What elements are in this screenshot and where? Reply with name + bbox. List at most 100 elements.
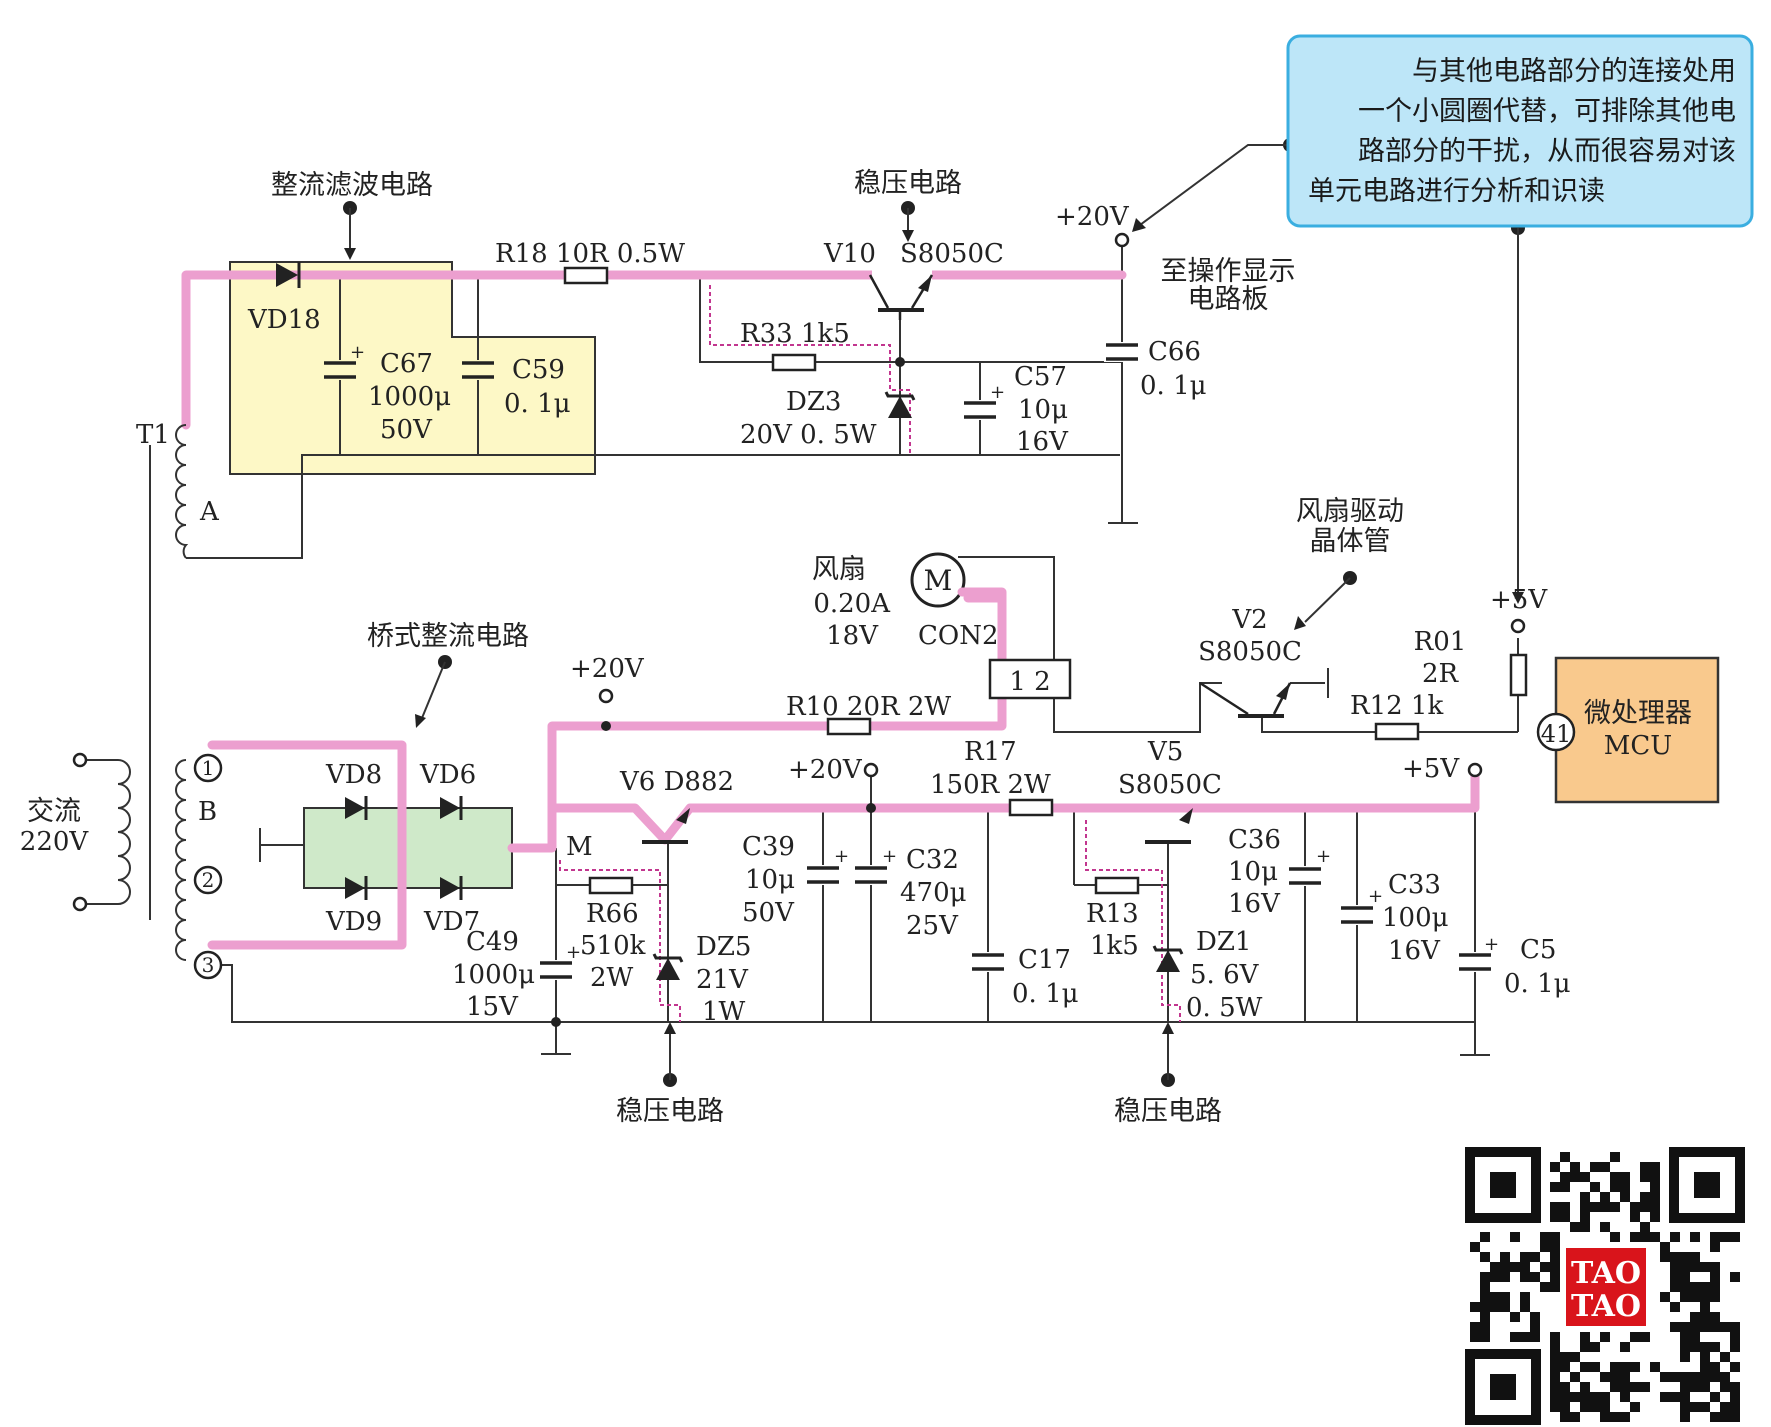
label-c33-1: C33: [1388, 870, 1441, 900]
label-vd7: VD7: [423, 907, 480, 937]
note-line-1: 与其他电路部分的连接处用: [1412, 56, 1736, 87]
label-dz5-1: DZ5: [696, 932, 751, 962]
junction-dots: [551, 721, 876, 1027]
label-r10: R10 20R 2W: [786, 692, 951, 722]
dz3-zener: [884, 391, 916, 418]
dz1-zener: [1152, 945, 1184, 972]
qr-module: [1630, 1332, 1640, 1342]
qr-module: [1550, 1252, 1560, 1262]
qr-module: [1700, 1382, 1710, 1392]
c57-capacitor: +: [962, 382, 1005, 420]
label-rail-20v-top: +20V: [1055, 202, 1130, 232]
qr-module: [1730, 1332, 1740, 1342]
qr-module: [1640, 1332, 1650, 1342]
qr-module: [1730, 1272, 1740, 1282]
qr-module: [1630, 1232, 1640, 1242]
qr-module: [1670, 1392, 1680, 1402]
label-fan-driver-2: 晶体管: [1310, 526, 1391, 557]
qr-module: [1710, 1342, 1720, 1352]
qr-module: [1560, 1172, 1570, 1182]
label-r66-3: 2W: [590, 963, 634, 993]
pin-1: 1: [202, 756, 215, 780]
pointer-arrows: [343, 138, 1525, 1087]
label-v10-type: S8050C: [900, 239, 1004, 269]
qr-module: [1590, 1392, 1600, 1402]
qr-module: [1690, 1342, 1700, 1352]
qr-module: [1630, 1212, 1640, 1222]
qr-module: [1620, 1392, 1630, 1402]
qr-module: [1550, 1392, 1560, 1402]
qr-module: [1590, 1162, 1600, 1172]
qr-module: [1600, 1392, 1610, 1402]
label-mcu-1: 微处理器: [1584, 698, 1692, 729]
qr-module: [1680, 1272, 1690, 1282]
rectifier-filter-box: [229, 261, 596, 475]
qr-module: [1600, 1162, 1610, 1172]
label-c32-3: 25V: [906, 911, 959, 941]
qr-module: [1690, 1232, 1700, 1242]
qr-module: [1710, 1272, 1720, 1282]
qr-module: [1590, 1362, 1600, 1372]
qr-module: [1580, 1402, 1590, 1412]
svg-text:+: +: [1368, 886, 1383, 907]
label-r33: R33 1k5: [740, 319, 850, 349]
label-winding-a: A: [199, 497, 220, 527]
qr-module: [1490, 1262, 1500, 1272]
top-circuit-wires: [186, 240, 1138, 559]
qr-module: [1550, 1212, 1560, 1222]
label-c57-2: 10μ: [1018, 395, 1068, 425]
label-c49-1: C49: [466, 927, 519, 957]
qr-module: [1640, 1162, 1650, 1172]
qr-module: [1520, 1272, 1530, 1282]
qr-module: [1550, 1242, 1560, 1252]
qr-module: [1480, 1322, 1490, 1332]
label-mcu-2: MCU: [1604, 731, 1672, 761]
qr-module: [1550, 1262, 1560, 1272]
qr-module: [1660, 1372, 1670, 1382]
label-r01-2: 2R: [1422, 659, 1460, 689]
qr-module: [1610, 1362, 1620, 1372]
qr-module: [1520, 1332, 1530, 1342]
r10-resistor: [826, 717, 872, 736]
transformer-t1: [72, 424, 223, 980]
qr-module: [1610, 1372, 1620, 1382]
qr-module: [1730, 1412, 1740, 1422]
qr-module: [1560, 1152, 1570, 1162]
qr-module: [1640, 1192, 1650, 1202]
label-v5-1: V5: [1147, 737, 1183, 767]
fan-motor: M: [910, 552, 1054, 631]
label-bridge-rectifier: 桥式整流电路: [367, 621, 529, 652]
qr-module: [1500, 1252, 1510, 1262]
qr-module: [1620, 1372, 1630, 1382]
qr-module: [1700, 1292, 1710, 1302]
qr-module: [1570, 1222, 1580, 1232]
note-line-3: 路部分的干扰，从而很容易对该: [1358, 136, 1736, 167]
qr-module: [1710, 1372, 1720, 1382]
dz5-zener: [652, 953, 684, 980]
label-c17-1: C17: [1018, 945, 1071, 975]
c59-capacitor: [460, 360, 496, 380]
qr-module: [1720, 1382, 1730, 1392]
qr-module: [1700, 1302, 1710, 1312]
label-c33-2: 100μ: [1382, 903, 1449, 933]
label-r01-1: R01: [1414, 627, 1467, 657]
qr-module: [1690, 1372, 1700, 1382]
qr-module: [1530, 1312, 1540, 1322]
qr-module: [1530, 1272, 1540, 1282]
qr-module: [1530, 1332, 1540, 1342]
qr-module: [1530, 1322, 1540, 1332]
qr-module: [1550, 1272, 1560, 1282]
qr-code: TAO TAO: [1462, 1145, 1748, 1427]
motor-label: M: [924, 564, 953, 597]
qr-module: [1610, 1382, 1620, 1392]
qr-module: [1580, 1192, 1590, 1202]
v2-transistor: [1199, 681, 1292, 718]
qr-module: [1650, 1232, 1660, 1242]
qr-module: [1640, 1202, 1650, 1212]
qr-module: [1730, 1362, 1740, 1372]
c36-capacitor: +: [1287, 846, 1331, 886]
svg-text:+: +: [1484, 934, 1499, 955]
label-dz5-2: 21V: [696, 965, 749, 995]
qr-module: [1540, 1282, 1550, 1292]
qr-module: [1650, 1182, 1660, 1192]
